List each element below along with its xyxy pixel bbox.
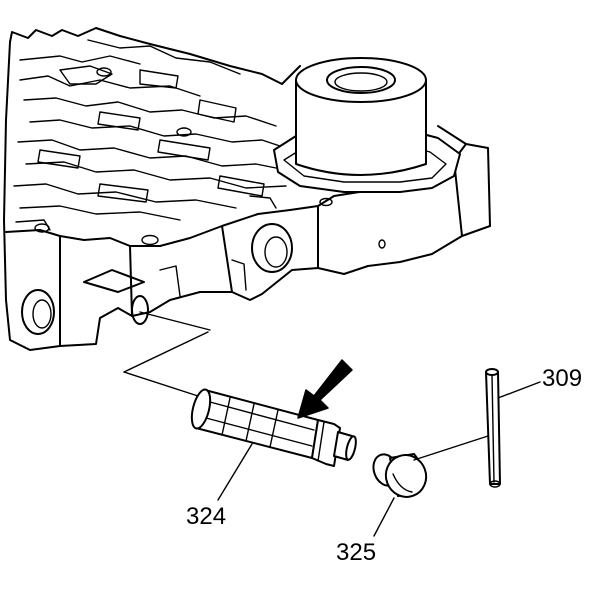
assembly-lines — [123, 311, 211, 397]
part-324-filter — [190, 388, 357, 501]
valve-body — [3, 27, 491, 351]
indicator-arrow-icon — [297, 359, 353, 419]
callout-309: 309 — [542, 365, 582, 392]
callout-324: 324 — [186, 503, 226, 530]
part-309-pin — [485, 368, 541, 488]
callout-325: 325 — [336, 539, 376, 566]
part-325-plug — [372, 435, 489, 537]
accumulator-housing — [273, 57, 461, 193]
